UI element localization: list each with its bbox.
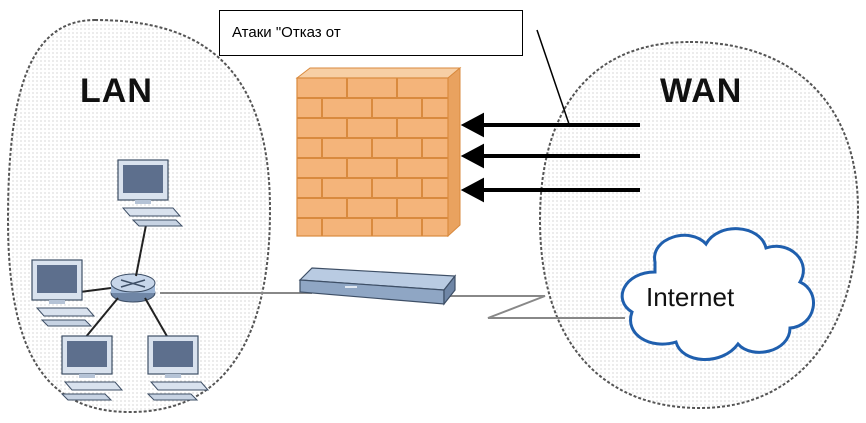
lan-computer-left	[31, 259, 96, 327]
lan-computer-bottom-left	[60, 335, 124, 401]
network-device-icon	[298, 267, 457, 306]
attack-callout-text: Атаки "Отказ от	[232, 24, 341, 41]
device-to-wan-link	[430, 295, 625, 319]
lan-computer-top	[117, 159, 184, 227]
internet-label: Internet	[646, 282, 735, 312]
wan-zone-label: WAN	[660, 72, 743, 110]
callout-pointer	[536, 29, 571, 128]
attack-callout: Атаки "Отказ от	[219, 10, 523, 56]
attack-arrows	[460, 112, 640, 203]
router-icon	[110, 273, 156, 303]
internet-cloud-icon	[620, 227, 815, 361]
attack-arrow-3-head	[460, 177, 484, 203]
firewall-icon	[295, 66, 462, 238]
lan-computer-bottom-right	[146, 335, 210, 401]
attack-arrow-2-head	[460, 143, 484, 169]
attack-arrow-1-head	[460, 112, 484, 138]
lan-links	[79, 224, 169, 339]
lan-zone-label: LAN	[80, 72, 153, 110]
